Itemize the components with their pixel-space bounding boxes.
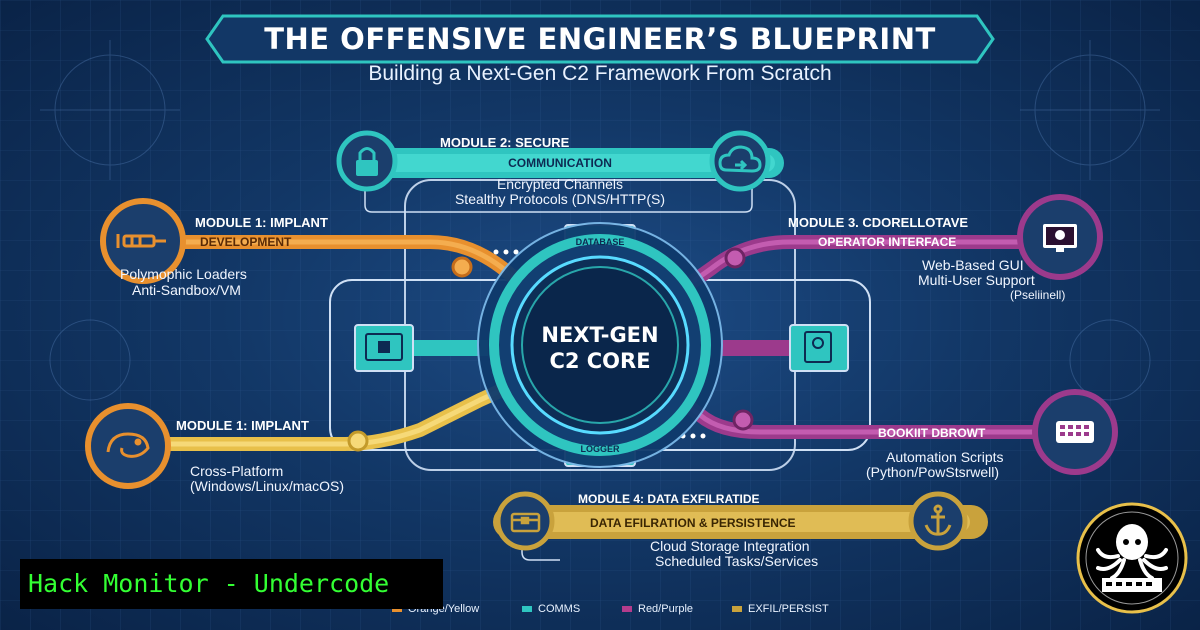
legend-label: COMMS: [538, 603, 581, 615]
implant-platform-heading: MODULE 1: IMPLANT: [176, 418, 309, 433]
legend-swatch: [732, 606, 742, 613]
secure-feature-2: Stealthy Protocols (DNS/HTTP(S): [454, 191, 666, 207]
implant-dev-heading: MODULE 1: IMPLANT: [195, 215, 328, 230]
operator-band-label: OPERATOR INTERFACE: [818, 235, 957, 249]
database-label: DATABASE: [575, 237, 625, 247]
implant-dev-feature-1: Polymophic Loaders: [120, 266, 247, 282]
toolkit-feature-1: Automation Scripts: [886, 449, 1004, 465]
operator-feature-3: (Pseliinell): [1010, 288, 1066, 302]
keyboard-icon: [1056, 421, 1094, 443]
exfil-heading: MODULE 4: DATA EXFILRATIDE: [578, 492, 760, 506]
core-label-line-2: C2 CORE: [549, 349, 651, 373]
legend-swatch: [392, 606, 402, 613]
legend-item-purple: Red/Purple: [622, 603, 693, 615]
exfil-feature-1: Cloud Storage Integration: [650, 538, 810, 554]
anchor-icon: [924, 504, 952, 536]
secure-feature-1: Encrypted Channels: [496, 176, 624, 192]
secure-band-label: COMMUNICATION: [508, 156, 612, 170]
implant-dev-feature-2: Anti-Sandbox/VM: [132, 282, 241, 298]
toolkit-feature-2: (Python/PowStsrwell): [866, 464, 1000, 480]
syringe-icon-circle: [100, 198, 186, 284]
chameleon-icon: [106, 432, 150, 458]
page-subtitle: Building a Next-Gen C2 Framework From Sc…: [368, 62, 832, 85]
title-plate: THE OFFENSIVE ENGINEER’S BLUEPRINT: [205, 14, 995, 64]
exfil-feature-2: Scheduled Tasks/Services: [655, 553, 819, 569]
cloud-icon-circle: [709, 130, 771, 192]
legend-label: EXFIL/PERSIST: [748, 603, 829, 615]
legend-label: Red/Purple: [638, 603, 694, 615]
watermark-banner: Hack Monitor - Undercode: [20, 559, 443, 609]
treasure-chest-icon: [510, 512, 541, 533]
monitor-icon: [1043, 224, 1077, 252]
lock-icon: [356, 147, 378, 176]
logger-label: LOGGER: [580, 444, 620, 454]
core-label: NEXT-GEN C2 CORE: [505, 322, 695, 374]
page-title: THE OFFENSIVE ENGINEER’S BLUEPRINT: [264, 22, 936, 56]
core-label-line-1: NEXT-GEN: [541, 323, 659, 347]
secure-heading: MODULE 2: SECURE: [440, 135, 570, 150]
operator-feature-1: Web-Based GUI: [922, 257, 1024, 273]
implant-platform-feature-2: (Windows/Linux/macOS): [190, 478, 345, 494]
toolkit-band-label: BOOKIIT DBROWT: [878, 426, 986, 440]
platform-icon-circle: [85, 403, 171, 489]
ellipsis-dots: [493, 249, 706, 439]
exfil-band-label: DATA EFILRATION & PERSISTENCE: [590, 516, 796, 530]
octopus-logo-icon: [1076, 502, 1188, 614]
implant-dev-band-label: DEVELOPMENT: [200, 235, 292, 249]
operator-heading: MODULE 3. CDORELLOTAVE: [788, 215, 969, 230]
legend-swatch: [522, 606, 532, 613]
legend-item-comms: COMMS: [522, 603, 580, 615]
cloud-icon: [718, 145, 762, 173]
legend-item-exfil: EXFIL/PERSIST: [732, 603, 829, 615]
implant-platform-feature-1: Cross-Platform: [190, 463, 284, 479]
syringe-icon: [116, 234, 166, 248]
legend-swatch: [622, 606, 632, 613]
operator-feature-2: Multi-User Support: [918, 272, 1035, 288]
